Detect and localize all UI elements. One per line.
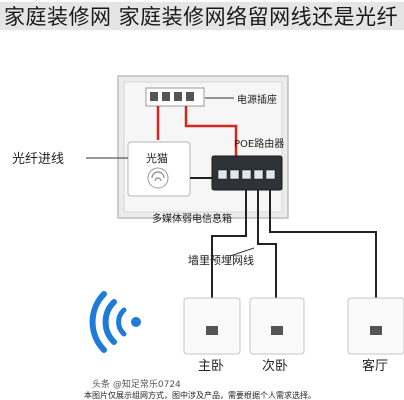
room-label-second-bedroom: 次卧 — [262, 358, 288, 374]
wifi-arc-middle — [102, 299, 117, 345]
router-power-cable — [184, 106, 238, 158]
optical-modem — [127, 141, 191, 197]
fiber-in-label: 光纤进线 — [12, 152, 64, 167]
cable-living-room — [269, 190, 377, 298]
disclaimer-note: 本图片仅展示组网方式，图中涉及产品，需要根据个人需求选择。 — [84, 390, 316, 400]
optical-modem-label: 光猫 — [146, 151, 168, 165]
poe-router-label: POE路由器 — [234, 137, 284, 150]
ap-port — [370, 326, 382, 335]
ap-port — [206, 326, 218, 335]
router-port — [229, 169, 240, 180]
ap-port — [271, 326, 283, 335]
wifi-signal-icon — [131, 317, 141, 327]
socket-slot — [162, 92, 170, 101]
cable-master-bedroom — [211, 190, 247, 298]
page-title: 家庭装修网 家庭装修网络留网线还是光纤 — [4, 5, 399, 29]
room-label-living-room: 客厅 — [362, 358, 388, 374]
title-highlight-band — [0, 2, 404, 30]
socket-slot — [186, 92, 194, 101]
room-label-master-bedroom: 主卧 — [198, 359, 224, 374]
wall-cable-label: 墙里预埋网线 — [188, 253, 254, 267]
weak-box-label: 多媒体弱电信息箱 — [152, 212, 232, 225]
cable-second-bedroom — [257, 190, 277, 298]
wall-cable-leader — [229, 247, 255, 257]
wifi-arc-inner — [116, 307, 127, 337]
power-socket-label: 电源插座 — [237, 93, 277, 106]
socket-slot — [174, 92, 182, 101]
modem-wifi-arc — [151, 171, 165, 179]
router-port — [217, 169, 228, 180]
socket-slot — [150, 92, 158, 101]
modem-wifi-arc — [154, 177, 162, 182]
router-port — [265, 169, 276, 180]
router-port — [253, 169, 264, 180]
wifi-arc-outer — [89, 291, 107, 353]
watermark-text: 头条 @知足常乐0724 — [92, 378, 181, 390]
modem-wifi-icon — [147, 167, 169, 189]
router-port — [241, 169, 252, 180]
